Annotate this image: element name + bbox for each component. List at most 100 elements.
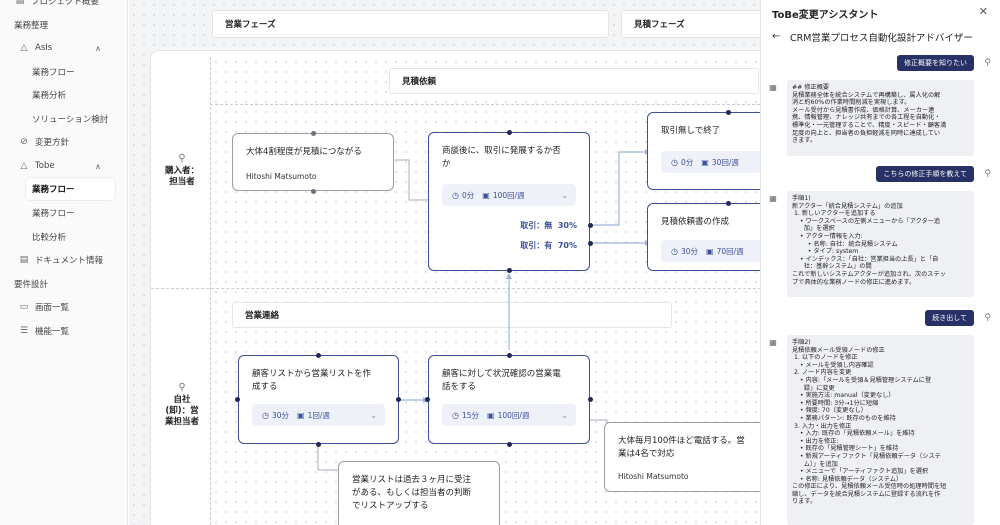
connector-dot[interactable] — [316, 442, 321, 447]
sidebar-item-label: 変更方針 — [35, 138, 70, 148]
clock-icon: ◷ — [671, 246, 678, 256]
process-node-estimate-doc[interactable]: 見積依頼書の作成 ◷30分 ▣70回/週 — [647, 203, 760, 271]
connector-dot[interactable] — [316, 353, 321, 358]
node-title: 大体4割程度が見積につながる — [246, 147, 362, 157]
sidebar-item[interactable]: ☰機能一覧 — [0, 320, 117, 342]
node-title: 大体毎月100件ほど電話する。営 業は4名で対応 — [618, 436, 745, 459]
person-icon: ⚲ — [178, 153, 186, 164]
connector-dot[interactable] — [507, 442, 512, 447]
assistant-subtitle: CRM営業プロセス自動化設計アドバイザー — [790, 33, 973, 44]
chevron-down-icon[interactable]: ⌄ — [561, 190, 568, 200]
monitor-icon: ▭ — [19, 302, 29, 312]
message-line: • 新規アーティファクト「見積依頼データ（システ — [792, 452, 941, 460]
time-value: 0分 — [461, 190, 475, 200]
bot-icon: ▦ — [769, 337, 777, 347]
flow-canvas[interactable]: 営業フェーズ 見積フェーズ 見積依頼 営業連絡 ⚲ 購入者： 担当者 ⚲ 自社 … — [129, 0, 760, 525]
node-metrics[interactable]: ◷0分 ▣100回/週 ⌄ — [442, 184, 576, 206]
node-title: 取引無しで終了 — [661, 126, 721, 136]
node-owner: Hitoshi Matsumoto — [246, 172, 317, 181]
sidebar-item-label: 業務フロー — [32, 209, 75, 219]
time-value: 0分 — [680, 157, 694, 167]
freq-value: 1回/週 — [307, 410, 330, 420]
node-metrics[interactable]: ◷0分 ▣30回/週 — [661, 151, 760, 173]
bot-icon: ▦ — [769, 193, 777, 203]
sidebar-item[interactable]: 業務フロー — [0, 202, 117, 224]
clock-icon: ◷ — [452, 190, 459, 200]
connector-dot[interactable] — [235, 397, 240, 402]
message-line: • 入力: 既存の「見積依頼メール」を維持 — [792, 430, 915, 438]
sidebar-item[interactable]: ソリューション検討 — [0, 108, 117, 130]
connector-dot[interactable] — [311, 189, 316, 194]
sidebar-item[interactable]: 業務フロー — [0, 61, 117, 83]
process-node-sales-call[interactable]: 顧客に対して状況確認の営業電 話をする ◷15分 ▣100回/週 ⌄ — [428, 355, 590, 444]
sidebar-item[interactable]: 比較分析 — [0, 226, 117, 248]
sidebar-item[interactable]: ⊘変更方針 — [0, 131, 117, 153]
node-metrics[interactable]: ◷30分 ▣70回/週 — [661, 240, 760, 262]
message-line: 新アクター「統合見積システム」の追加 — [792, 202, 903, 210]
back-arrow-icon[interactable]: ← — [772, 31, 781, 42]
message-line: 見積業務全体を統合システムで再構築し、属人化の解 — [792, 91, 941, 99]
decision-node-deal[interactable]: 商談後に、取引に発展するか否 か ◷0分 ▣100回/週 ⌄ 取引：無 30% … — [428, 132, 590, 271]
connector-dot[interactable] — [507, 353, 512, 358]
process-node-end[interactable]: 取引無しで終了 ◷0分 ▣30回/週 — [647, 112, 760, 190]
sidebar-item-label: プロジェクト概要 — [31, 0, 100, 7]
sidebar-item-label: ドキュメント情報 — [35, 256, 104, 266]
message-line: きます。 — [792, 137, 817, 145]
sidebar-item[interactable]: △Tobe∧ — [0, 155, 117, 177]
note-node-list-criteria[interactable]: 営業リストは過去３ヶ月に受注 がある、もしくは担当者の判断 でリストアップする — [338, 461, 500, 525]
time-metric: ◷15分 — [452, 410, 479, 421]
person-icon: ⚲ — [178, 382, 186, 393]
chevron-down-icon[interactable]: ⌄ — [561, 410, 568, 420]
phase-sales: 営業フェーズ — [212, 10, 609, 38]
message-line: • 名称: 自社：統合見積システム — [792, 240, 898, 248]
chevron-down-icon[interactable]: ⌄ — [370, 410, 377, 420]
lane-header-company: ⚲ 自社 (卸)：営 業担当者 — [154, 382, 210, 428]
message-line: • 既存の「見積管理シート」を維持 — [792, 445, 899, 453]
sidebar-item[interactable]: 業務フロー — [26, 178, 115, 200]
sidebar-item[interactable]: 要件設計 — [0, 273, 117, 295]
note-node-estimate-rate[interactable]: 大体4割程度が見積につながる Hitoshi Matsumoto — [232, 133, 394, 191]
node-metrics[interactable]: ◷15分 ▣100回/週 ⌄ — [442, 404, 576, 426]
user-message[interactable]: 続き出して — [925, 310, 974, 326]
connector-dot[interactable] — [726, 110, 731, 115]
connector-dot[interactable] — [396, 397, 401, 402]
connector-dot[interactable] — [588, 241, 593, 246]
sidebar-item-label: 業務整理 — [14, 21, 49, 31]
sidebar-item[interactable]: 業務整理 — [0, 14, 117, 36]
sidebar-item[interactable]: 業務分析 — [0, 84, 117, 106]
chevron-up-icon[interactable]: ∧ — [95, 161, 101, 171]
user-icon: ⚲ — [984, 169, 991, 179]
sidebar-item[interactable]: ▤ドキュメント情報 — [0, 249, 117, 271]
connector-dot[interactable] — [726, 201, 731, 206]
connector-dot[interactable] — [588, 397, 593, 402]
message-line: • 頻度: 70（変更なし） — [792, 407, 867, 415]
process-node-sales-list[interactable]: 顧客リストから営業リストを作 成する ◷30分 ▣1回/週 ⌄ — [238, 355, 399, 444]
node-metrics[interactable]: ◷30分 ▣1回/週 ⌄ — [252, 404, 385, 426]
message-line: 消と約60%の作業時間削減を実現します。 — [792, 99, 911, 107]
note-node-call-volume[interactable]: 大体毎月100件ほど電話する。営 業は4名で対応 Hitoshi Matsumo… — [604, 422, 760, 492]
sidebar-item[interactable]: ▭画面一覧 — [0, 296, 117, 318]
sidebar-item[interactable]: ▤プロジェクト概要 — [0, 0, 117, 12]
connector-dot[interactable] — [588, 223, 593, 228]
connector-dot[interactable] — [311, 131, 316, 136]
time-metric: ◷0分 — [671, 157, 693, 168]
clock-icon: ◷ — [262, 410, 269, 420]
connector-dot[interactable] — [507, 268, 512, 273]
time-value: 15分 — [461, 410, 480, 420]
clock-icon: ◷ — [671, 157, 678, 167]
clock-icon: ◷ — [452, 410, 459, 420]
user-message[interactable]: 修正概要を知りたい — [897, 55, 974, 71]
sidebar-item-label: 業務フロー — [32, 68, 75, 78]
close-icon[interactable]: ✕ — [978, 5, 988, 18]
message-line: • アクター情報を入力: — [792, 232, 863, 240]
frequency-metric: ▣70回/週 — [706, 246, 744, 257]
sidebar-item-label: AsIs — [35, 43, 53, 53]
connector-dot[interactable] — [507, 130, 512, 135]
user-message[interactable]: こちらの修正手順を教えて — [876, 166, 974, 182]
sidebar-item[interactable]: △AsIs∧ — [0, 37, 117, 59]
message-line: • 出力を修正: — [792, 437, 839, 445]
connector-dot[interactable] — [425, 397, 430, 402]
lane-header-buyer: ⚲ 購入者： 担当者 — [154, 153, 210, 188]
chevron-up-icon[interactable]: ∧ — [95, 43, 101, 53]
frequency-metric: ▣100回/週 — [482, 190, 524, 201]
